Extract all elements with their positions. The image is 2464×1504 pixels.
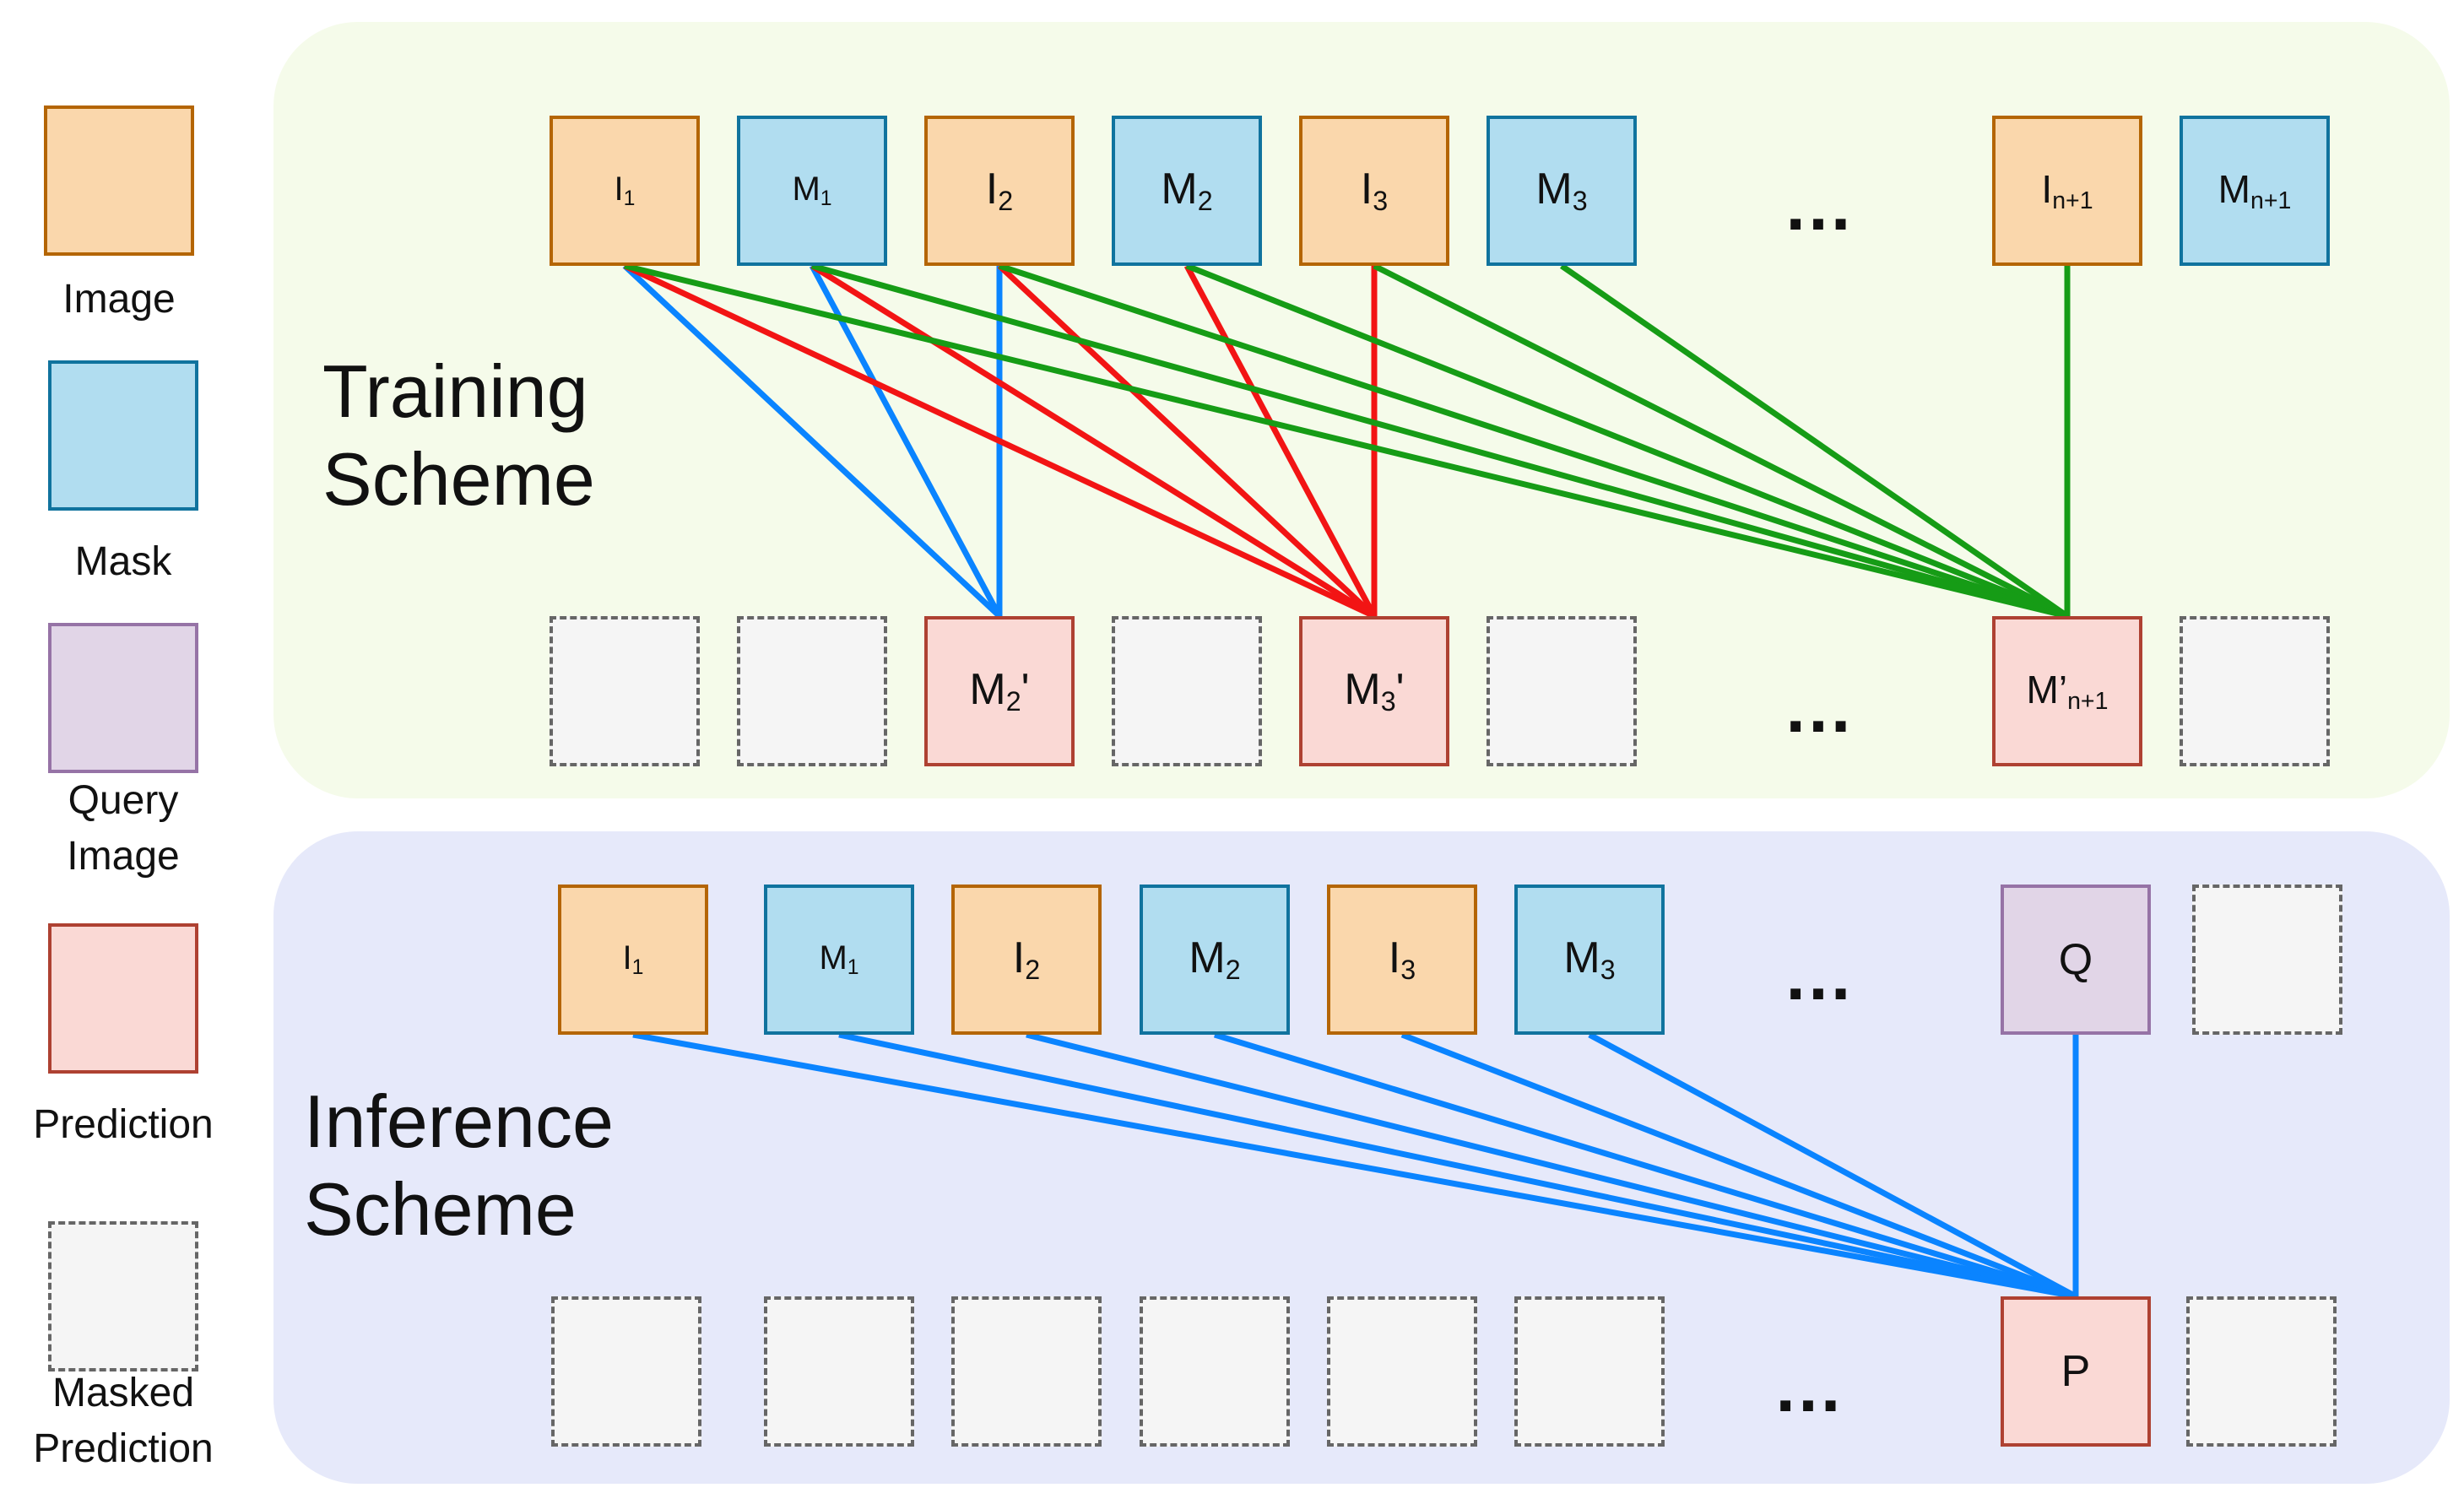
legend-mask-label: Mask — [74, 539, 172, 584]
training-connection-3-from-4 — [1185, 262, 2069, 619]
inference-connection-1-from-6 — [1588, 1031, 2077, 1300]
inference-input-mask-2-label: M1 — [819, 939, 859, 980]
inference-input-ellipsis: … — [1783, 935, 1859, 1014]
training-connection-3-from-6 — [1560, 263, 2069, 619]
inference-input-image-1: I1 — [558, 885, 708, 1035]
training-input-mask-6: M3 — [1487, 116, 1637, 266]
inference-input-masked-8 — [2192, 885, 2342, 1035]
inference-input-image-3-label: I2 — [1012, 933, 1041, 986]
training-input-mask-4-label: M2 — [1161, 165, 1213, 217]
inference-input-query-7: Q — [2001, 885, 2151, 1035]
legend-query-swatch — [48, 623, 198, 773]
inference-connection-1-from-3 — [1026, 1031, 2077, 1300]
training-input-mask-8-label: Mn+1 — [2218, 166, 2292, 215]
training-output-ellipsis: … — [1783, 668, 1859, 747]
training-output-masked-4 — [1112, 616, 1262, 766]
inference-output-masked-2 — [764, 1296, 914, 1447]
training-output-masked-1 — [550, 616, 700, 766]
training-input-ellipsis: … — [1783, 165, 1859, 245]
inference-output-pred-7-label: P — [2061, 1347, 2091, 1396]
training-input-image-7: In+1 — [1992, 116, 2142, 266]
training-output-pred-5-label: M3' — [1344, 665, 1405, 717]
inference-output-masked-8 — [2186, 1296, 2337, 1447]
inference-input-image-5: I3 — [1327, 885, 1477, 1035]
training-scheme-title: Training Scheme — [322, 349, 595, 521]
training-connection-2-from-2 — [810, 263, 1376, 619]
training-connection-2-from-1 — [623, 262, 1376, 619]
legend-query-label: Query Image — [67, 778, 180, 879]
training-input-mask-6-label: M3 — [1535, 165, 1588, 217]
training-output-masked-2 — [737, 616, 887, 766]
legend-masked-swatch — [48, 1221, 198, 1371]
training-connection-3-from-5 — [1373, 262, 2069, 619]
inference-connection-1-from-1 — [632, 1031, 2077, 1300]
training-input-image-3: I2 — [924, 116, 1075, 266]
training-input-mask-2: M1 — [737, 116, 887, 266]
inference-output-masked-6 — [1514, 1296, 1665, 1447]
legend-masked-label: Masked Prediction — [33, 1371, 214, 1471]
inference-input-mask-4: M2 — [1140, 885, 1290, 1035]
training-output-pred-3-label: M2' — [969, 665, 1030, 717]
inference-input-mask-4-label: M2 — [1189, 933, 1241, 986]
inference-connection-1-from-4 — [1213, 1031, 2077, 1300]
training-output-pred-5: M3' — [1299, 616, 1449, 766]
legend-mask-swatch — [48, 360, 198, 511]
inference-output-masked-3 — [951, 1296, 1102, 1447]
legend-pred-label: Prediction — [33, 1102, 214, 1147]
training-output-pred-7-label: M’n+1 — [2026, 667, 2109, 716]
inference-input-image-1-label: I1 — [622, 939, 644, 980]
training-input-image-3-label: I2 — [985, 165, 1014, 217]
training-output-pred-7: M’n+1 — [1992, 616, 2142, 766]
training-connection-3-from-3 — [998, 262, 2069, 619]
training-input-image-5: I3 — [1299, 116, 1449, 266]
training-input-image-1-label: I1 — [614, 170, 636, 211]
training-input-mask-4: M2 — [1112, 116, 1262, 266]
training-connection-1-from-2 — [809, 264, 1003, 618]
inference-output-masked-1 — [551, 1296, 701, 1447]
inference-output-ellipsis: … — [1773, 1347, 1849, 1426]
inference-input-image-3: I2 — [951, 885, 1102, 1035]
inference-input-image-5-label: I3 — [1388, 933, 1416, 986]
training-input-mask-8: Mn+1 — [2180, 116, 2330, 266]
training-output-pred-3: M2' — [924, 616, 1075, 766]
legend-image-swatch — [44, 105, 194, 256]
inference-input-query-7-label: Q — [2058, 935, 2093, 984]
inference-connection-1-from-2 — [838, 1031, 2077, 1300]
legend-image-label: Image — [62, 277, 176, 322]
legend-pred-swatch — [48, 923, 198, 1074]
inference-input-mask-6: M3 — [1514, 885, 1665, 1035]
training-connection-3-from-1 — [624, 262, 2068, 619]
training-connection-1-from-1 — [622, 263, 1002, 619]
training-input-image-7-label: In+1 — [2041, 166, 2093, 215]
training-input-mask-2-label: M1 — [792, 170, 832, 211]
inference-scheme-title: Inference Scheme — [304, 1079, 614, 1251]
inference-output-pred-7: P — [2001, 1296, 2151, 1447]
inference-input-mask-2: M1 — [764, 885, 914, 1035]
training-input-image-5-label: I3 — [1360, 165, 1389, 217]
inference-connection-1-from-5 — [1400, 1031, 2077, 1300]
inference-output-masked-4 — [1140, 1296, 1290, 1447]
training-connection-2-from-4 — [1183, 264, 1378, 618]
training-output-masked-6 — [1487, 616, 1637, 766]
training-input-image-1: I1 — [550, 116, 700, 266]
training-connection-2-from-3 — [997, 263, 1377, 619]
training-output-masked-8 — [2180, 616, 2330, 766]
inference-output-masked-5 — [1327, 1296, 1477, 1447]
inference-input-mask-6-label: M3 — [1563, 933, 1616, 986]
training-connection-3-from-2 — [811, 262, 2068, 619]
